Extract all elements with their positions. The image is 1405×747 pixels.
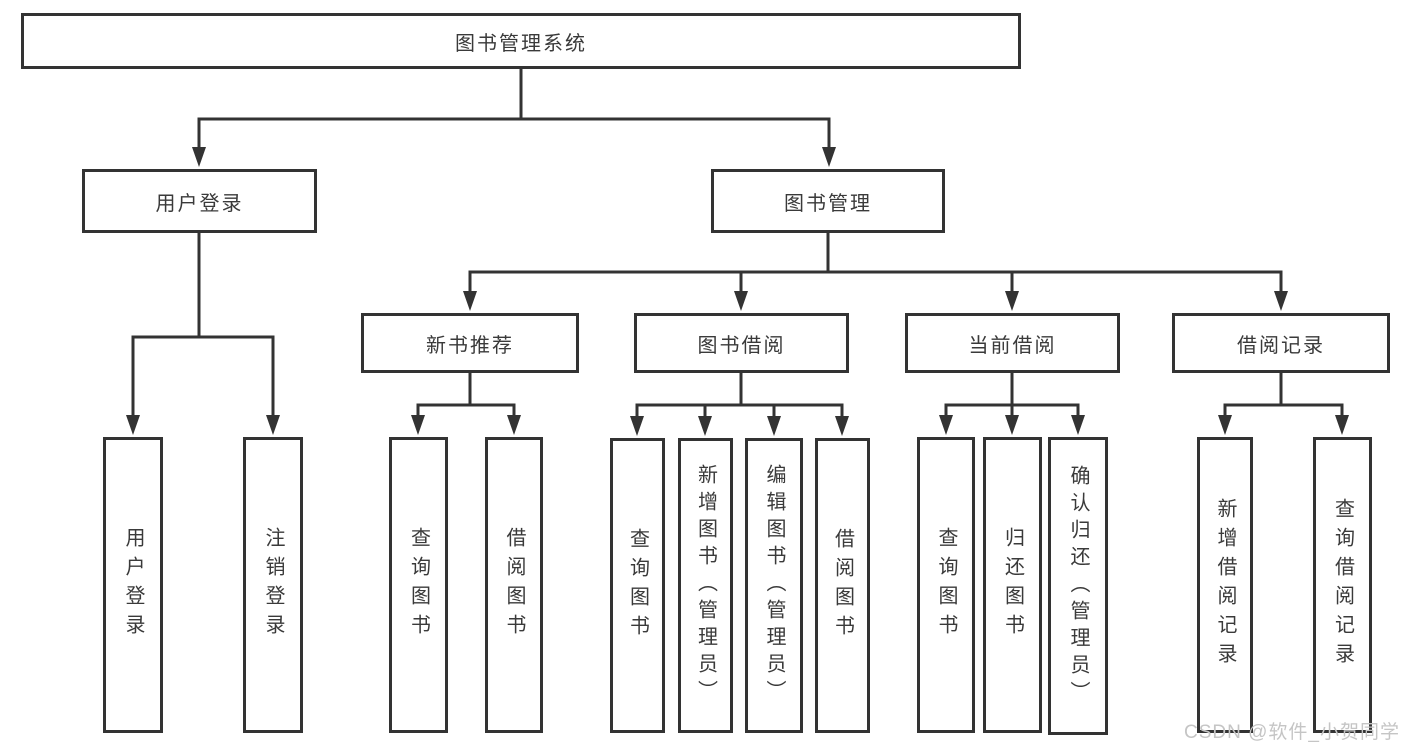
node-label: 图书管理 [784, 192, 872, 215]
node-new-book-recommend: 新书推荐 [361, 313, 579, 373]
leaf-add-book-admin: 新增图书（管理员） [678, 438, 733, 733]
arrowheads [126, 147, 1349, 436]
leaf-query-books-2: 查询图书 [610, 438, 665, 733]
node-label: 借阅图书 [503, 527, 525, 643]
leaf-borrow-books-2: 借阅图书 [815, 438, 870, 733]
csdn-watermark: CSDN @软件_小贺同学 [1184, 722, 1400, 743]
node-label: 用户登录 [122, 527, 144, 643]
node-label: 查询图书 [407, 527, 430, 643]
leaf-query-books-3: 查询图书 [917, 437, 975, 733]
node-label: 图书借阅 [697, 334, 786, 357]
leaf-add-borrow-record: 新增借阅记录 [1197, 437, 1253, 733]
node-label: 注销登录 [262, 527, 284, 643]
node-book-borrowing: 图书借阅 [634, 313, 849, 373]
leaf-logout: 注销登录 [243, 437, 303, 733]
node-label: 用户登录 [155, 192, 244, 215]
node-borrowing-records: 借阅记录 [1172, 313, 1390, 373]
node-label: 借阅记录 [1237, 334, 1325, 357]
node-label: 查询图书 [935, 527, 957, 643]
node-label: 图书管理系统 [455, 32, 587, 55]
leaf-return-book: 归还图书 [983, 437, 1042, 733]
node-label: 当前借阅 [968, 334, 1057, 357]
node-label: 确认归还（管理员） [1067, 464, 1089, 708]
node-book-management-module: 图书管理 [711, 169, 945, 233]
leaf-query-borrow-record: 查询借阅记录 [1313, 437, 1372, 733]
node-label: 新书推荐 [426, 334, 514, 357]
leaf-edit-book-admin: 编辑图书（管理员） [745, 438, 803, 733]
node-label: 新增图书（管理员） [694, 464, 717, 707]
node-label: 编辑图书（管理员） [763, 464, 785, 707]
leaf-user-login: 用户登录 [103, 437, 163, 733]
node-label: 查询图书 [626, 527, 649, 644]
leaf-query-books-1: 查询图书 [389, 437, 448, 733]
node-root-system: 图书管理系统 [21, 13, 1021, 69]
node-label: 新增借阅记录 [1214, 498, 1236, 672]
node-current-borrowing: 当前借阅 [905, 313, 1120, 373]
leaf-borrow-books-1: 借阅图书 [485, 437, 543, 733]
node-label: 借阅图书 [831, 527, 854, 644]
tree-edges [131, 67, 1344, 423]
leaf-confirm-return-admin: 确认归还（管理员） [1048, 437, 1108, 735]
node-user-login-module: 用户登录 [82, 169, 317, 233]
node-label: 查询借阅记录 [1331, 498, 1354, 672]
node-label: 归还图书 [1001, 527, 1024, 643]
